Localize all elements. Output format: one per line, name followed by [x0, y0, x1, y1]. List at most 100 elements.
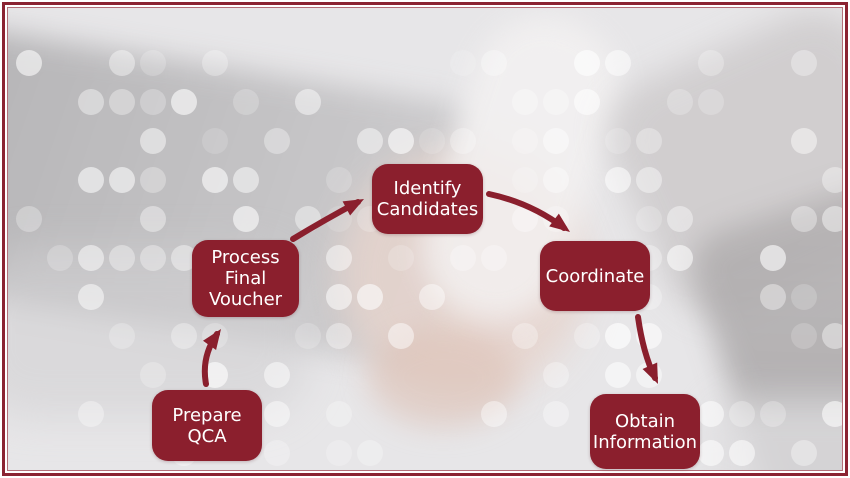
step-label: Identify Candidates [376, 178, 479, 220]
background-dot [698, 89, 724, 115]
background-dot [729, 401, 755, 427]
background-dot [543, 362, 569, 388]
background-dot [388, 245, 414, 271]
background-dot [791, 206, 817, 232]
dot-pattern-overlay [8, 8, 842, 470]
background-dot [574, 323, 600, 349]
background-dot [636, 206, 662, 232]
background-dot [512, 167, 538, 193]
background-dot [698, 50, 724, 76]
background-dot [140, 128, 166, 154]
background-dot [667, 245, 693, 271]
background-dot [822, 167, 842, 193]
background-dot [543, 128, 569, 154]
background-dot [357, 284, 383, 310]
background-dot [822, 206, 842, 232]
background-dot [605, 128, 631, 154]
background-dot [16, 206, 42, 232]
background-dot [543, 167, 569, 193]
background-dot [791, 284, 817, 310]
background-dot [16, 50, 42, 76]
background-dot [326, 401, 352, 427]
step-label: Process Final Voucher [208, 247, 283, 310]
background-dot [202, 323, 228, 349]
background-dot [233, 206, 259, 232]
background-dot [109, 50, 135, 76]
background-dot [636, 167, 662, 193]
background-dot [202, 167, 228, 193]
background-dot [791, 128, 817, 154]
background-dot [264, 128, 290, 154]
background-dot [47, 245, 73, 271]
background-dot [574, 89, 600, 115]
background-dot [140, 206, 166, 232]
background-dot [543, 89, 569, 115]
step-label: Coordinate [545, 265, 645, 287]
background-dot [295, 89, 321, 115]
step-label: Obtain Information [592, 410, 698, 453]
background-dot [109, 167, 135, 193]
background-dot [264, 401, 290, 427]
background-dot [791, 50, 817, 76]
background-dot [636, 362, 662, 388]
background-dot [326, 284, 352, 310]
background-dot [543, 401, 569, 427]
step-coordinate: Coordinate [540, 241, 650, 311]
background-dot [450, 50, 476, 76]
background-dot [636, 323, 662, 349]
background-dot [698, 440, 724, 466]
background-dot [822, 323, 842, 349]
background-dot [140, 245, 166, 271]
background-dot [326, 245, 352, 271]
background-dot [140, 50, 166, 76]
background-dot [605, 167, 631, 193]
step-process-final-voucher: Process Final Voucher [192, 240, 299, 317]
background-dot [388, 323, 414, 349]
background-dot [667, 89, 693, 115]
background-dot [202, 128, 228, 154]
step-prepare-qca: Prepare QCA [152, 390, 262, 461]
background-dot [419, 284, 445, 310]
background-dot [233, 167, 259, 193]
background-dot [109, 323, 135, 349]
background-dot [512, 323, 538, 349]
background-dot [791, 440, 817, 466]
background-dot [512, 128, 538, 154]
background-dot [605, 362, 631, 388]
background-dot [326, 440, 352, 466]
background-dot [326, 167, 352, 193]
background-dot [698, 401, 724, 427]
background-dot [605, 323, 631, 349]
background-dot [760, 401, 786, 427]
background-dot [78, 245, 104, 271]
background-dot [419, 128, 445, 154]
background-dot [295, 323, 321, 349]
background-dot [636, 128, 662, 154]
background-dot [78, 284, 104, 310]
background-dot [140, 167, 166, 193]
background-dot [388, 128, 414, 154]
background-dot [574, 50, 600, 76]
background-dot [202, 50, 228, 76]
background-dot [171, 323, 197, 349]
step-label: Prepare QCA [172, 404, 242, 447]
background-dot [202, 362, 228, 388]
handshake-photo-background [8, 8, 842, 470]
background-dot [78, 401, 104, 427]
background-dot [326, 323, 352, 349]
background-dot [450, 245, 476, 271]
background-dot [264, 440, 290, 466]
background-dot [760, 284, 786, 310]
background-dot [140, 362, 166, 388]
background-dot [512, 206, 538, 232]
background-dot [605, 50, 631, 76]
background-dot [109, 89, 135, 115]
background-dot [822, 401, 842, 427]
background-dot [357, 128, 383, 154]
background-dot [667, 206, 693, 232]
step-obtain-information: Obtain Information [590, 394, 700, 469]
background-dot [729, 440, 755, 466]
background-dot [264, 362, 290, 388]
background-dot [481, 401, 507, 427]
